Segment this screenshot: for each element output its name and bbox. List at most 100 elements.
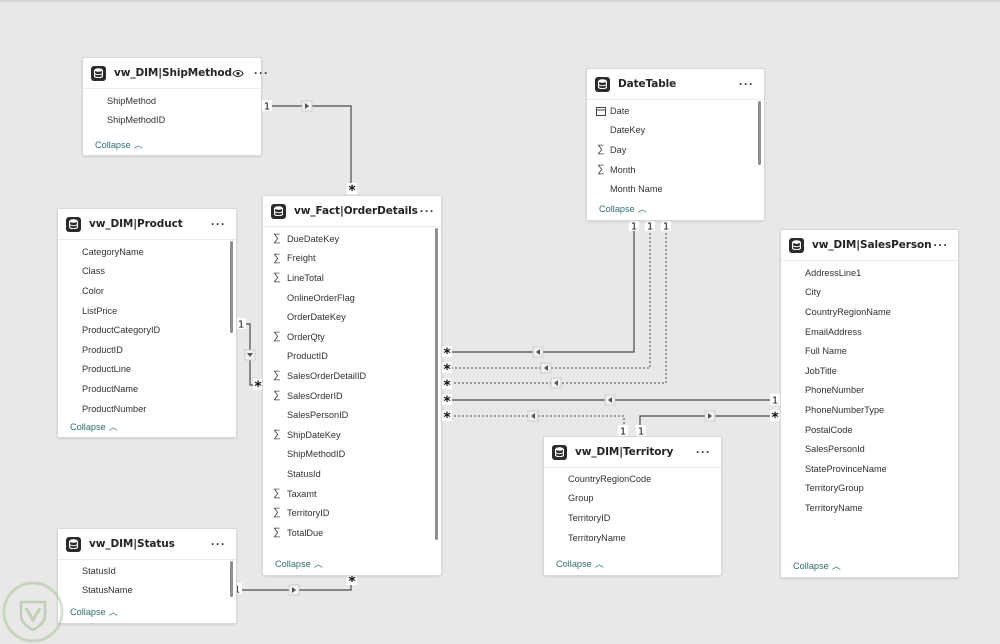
database-icon (66, 536, 81, 552)
field-name: TerritoryGroup (805, 483, 864, 494)
field-row[interactable]: ∑Day (587, 140, 764, 160)
field-name: ShipMethod (107, 95, 157, 106)
field-row[interactable]: CountryRegionCode (544, 469, 721, 489)
scrollbar[interactable] (435, 228, 438, 540)
field-row[interactable]: ListPrice (58, 301, 236, 321)
eye-icon[interactable] (232, 69, 244, 78)
field-row[interactable]: StatusName (58, 581, 236, 601)
collapse-button[interactable]: Collapse︿ (793, 559, 841, 572)
field-row[interactable]: ShipMethodID (83, 111, 261, 131)
field-row[interactable]: StateProvinceName (781, 459, 958, 479)
field-row[interactable]: ∑DueDateKey (263, 229, 441, 249)
field-row[interactable]: ∑Taxamt (263, 484, 441, 504)
field-row[interactable]: TerritoryName (544, 528, 721, 548)
field-row[interactable]: ∑TotalDue (263, 523, 441, 543)
one-marker: 1 (238, 320, 244, 331)
collapse-button[interactable]: Collapse︿ (70, 605, 118, 618)
field-row[interactable]: ProductName (58, 379, 236, 399)
collapse-button[interactable]: Collapse︿ (599, 202, 647, 215)
collapse-button[interactable]: Collapse︿ (95, 138, 143, 151)
scrollbar[interactable] (758, 101, 761, 165)
field-row[interactable]: DateKey (587, 121, 764, 141)
field-name: OrderDateKey (287, 312, 346, 323)
more-options-icon[interactable]: ··· (253, 66, 269, 80)
field-row[interactable]: Date (587, 101, 764, 121)
table-header[interactable]: vw_DIM|SalesPerson ··· (781, 230, 958, 261)
field-row[interactable]: City (781, 283, 958, 303)
field-row[interactable]: CountryRegionName (781, 302, 958, 322)
field-row[interactable]: ProductNumber (58, 399, 236, 418)
table-card-orderdetails[interactable]: vw_Fact|OrderDetails ··· ∑DueDateKey∑Fre… (263, 196, 441, 575)
table-header[interactable]: vw_Fact|OrderDetails ··· (263, 196, 441, 227)
field-row[interactable]: JobTitle (781, 361, 958, 381)
field-row[interactable]: AddressLine1 (781, 263, 958, 283)
field-row[interactable]: SalesPersonID (263, 405, 441, 425)
more-options-icon[interactable]: ··· (933, 238, 949, 252)
more-options-icon[interactable]: ··· (419, 204, 435, 218)
field-row[interactable]: ∑SalesOrderID (263, 386, 441, 406)
collapse-button[interactable]: Collapse︿ (275, 557, 323, 570)
field-name: CategoryName (82, 246, 144, 257)
field-row[interactable]: ShipMethodID (263, 445, 441, 465)
more-options-icon[interactable]: ··· (211, 217, 226, 231)
field-row[interactable]: ∑OrderQty (263, 327, 441, 347)
field-row[interactable]: ∑SalesOrderDetailID (263, 366, 441, 386)
field-row[interactable]: PhoneNumber (781, 381, 958, 401)
collapse-button[interactable]: Collapse︿ (556, 557, 604, 570)
field-row[interactable]: Color (58, 281, 236, 301)
field-row[interactable]: StatusId (263, 464, 441, 484)
field-row[interactable]: OnlineOrderFlag (263, 288, 441, 308)
collapse-button[interactable]: Collapse︿ (70, 420, 118, 433)
table-header[interactable]: vw_DIM|Status ··· (58, 529, 236, 560)
field-row[interactable]: OrderDateKey (263, 307, 441, 327)
table-header[interactable]: vw_DIM|ShipMethod ··· (83, 58, 268, 89)
field-row[interactable]: Full Name (781, 341, 958, 361)
marker-bg (636, 425, 646, 436)
one-marker: 1 (663, 222, 669, 233)
field-name: Full Name (805, 346, 847, 357)
field-row[interactable]: ProductID (263, 347, 441, 367)
field-row[interactable]: ProductLine (58, 360, 236, 380)
field-row[interactable]: ∑ShipDateKey (263, 425, 441, 445)
field-row[interactable]: PostalCode (781, 420, 958, 440)
field-row[interactable]: TerritoryID (544, 508, 721, 528)
field-row[interactable]: SalesPersonId (781, 439, 958, 459)
chevron-up-icon: ︿ (594, 559, 604, 569)
scrollbar[interactable] (230, 561, 233, 597)
marker-bg (629, 220, 639, 231)
field-row[interactable]: EmailAddress (781, 322, 958, 342)
field-row[interactable]: TerritoryName (781, 498, 958, 518)
field-row[interactable]: ∑Month (587, 160, 764, 180)
more-options-icon[interactable]: ··· (696, 445, 711, 459)
scrollbar[interactable] (230, 241, 233, 333)
field-row[interactable]: Month Name (587, 179, 764, 199)
field-name: SalesPersonID (287, 410, 349, 421)
field-row[interactable]: ∑LineTotal (263, 268, 441, 288)
field-row[interactable]: ShipMethod (83, 91, 261, 111)
table-header[interactable]: DateTable ··· (587, 69, 764, 100)
field-row[interactable]: Group (544, 489, 721, 509)
more-options-icon[interactable]: ··· (739, 77, 754, 91)
field-row[interactable]: CategoryName (58, 242, 236, 262)
field-row[interactable]: ∑TerritoryID (263, 503, 441, 523)
more-options-icon[interactable]: ··· (211, 537, 226, 551)
field-row[interactable]: ∑Freight (263, 249, 441, 269)
field-row[interactable]: TerritoryGroup (781, 479, 958, 499)
calendar-icon (596, 107, 606, 116)
table-title: DateTable (618, 78, 677, 90)
field-row[interactable]: ProductID (58, 340, 236, 360)
field-row[interactable]: Class (58, 262, 236, 282)
field-row[interactable]: PhoneNumberType (781, 400, 958, 420)
table-header[interactable]: vw_DIM|Product ··· (58, 209, 236, 240)
field-row[interactable]: StatusId (58, 561, 236, 581)
table-header[interactable]: vw_DIM|Territory ··· (544, 437, 721, 468)
field-row[interactable]: ProductCategoryID (58, 320, 236, 340)
